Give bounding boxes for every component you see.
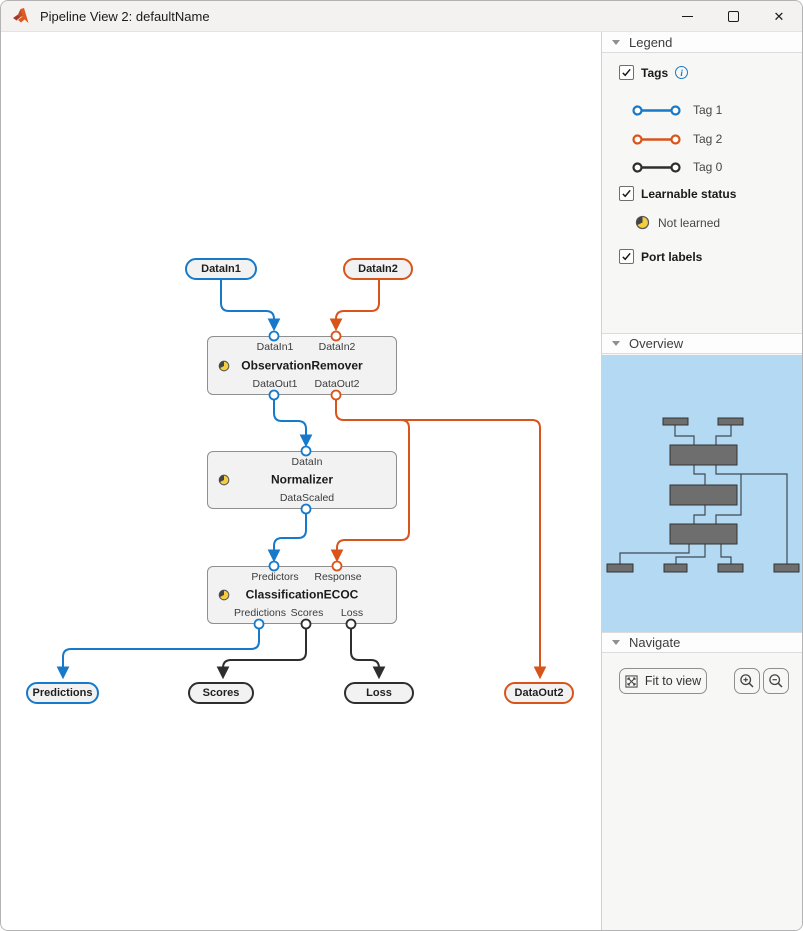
zoom-out-icon [769,674,783,688]
port-label-predictions: Predictions [234,607,286,619]
overview-header[interactable]: Overview [602,333,802,354]
input-node-datain1[interactable]: DataIn1 [185,258,257,280]
navigate-header[interactable]: Navigate [602,632,802,653]
close-button[interactable]: ✕ [756,1,802,32]
block-name: ClassificationECOC [245,587,359,602]
checkmark-icon [622,252,631,261]
navigate-title: Navigate [629,635,681,650]
window-controls: ✕ [664,1,802,32]
port-label-datain1: DataIn1 [256,341,294,353]
learnable-status-checkbox[interactable] [619,186,634,201]
minimize-button[interactable] [664,1,710,32]
tags-label: Tags [641,65,669,80]
port-label-datascaled: DataScaled [279,492,335,504]
block-name: ObservationRemover [241,358,363,373]
collapse-arrow-icon [612,341,620,346]
legend-tag-row: Tag 0 [632,160,722,174]
tag1-swatch-icon [632,104,681,116]
fit-to-view-icon [625,674,638,688]
checkmark-icon [622,189,631,198]
block-classificationecoc[interactable]: ClassificationECOC Predictors Response P… [207,566,397,624]
fit-to-view-label: Fit to view [644,674,702,688]
input-node-label: DataIn1 [201,263,241,275]
tag0-swatch-icon [632,161,681,173]
legend-header[interactable]: Legend [602,32,802,53]
port-labels-checkbox-row: Port labels [619,249,702,264]
output-node-loss[interactable]: Loss [344,682,414,704]
block-name: Normalizer [270,472,334,487]
port-label-scores: Scores [290,607,324,619]
overview-minimap[interactable] [602,355,802,632]
zoom-out-button[interactable] [763,668,789,694]
not-learned-icon [218,474,230,486]
not-learned-icon [635,215,650,230]
checkmark-icon [622,68,631,77]
output-node-predictions[interactable]: Predictions [26,682,99,704]
tags-checkbox-row: Tags i [619,65,689,80]
maximize-icon [727,11,739,22]
port-label-predictors: Predictors [251,571,299,583]
output-node-scores[interactable]: Scores [188,682,254,704]
minimize-icon [681,16,693,17]
titlebar[interactable]: Pipeline View 2: defaultName ✕ [1,1,802,32]
fit-to-view-button[interactable]: Fit to view [619,668,707,694]
not-learned-row: Not learned [635,215,720,230]
not-learned-icon [218,589,230,601]
output-node-dataout2[interactable]: DataOut2 [504,682,574,704]
input-node-label: DataIn2 [358,263,398,275]
tag2-swatch-icon [632,133,681,145]
collapse-arrow-icon [612,640,620,645]
tag-label: Tag 0 [693,160,723,174]
port-label-datain2: DataIn2 [318,341,356,353]
not-learned-icon [218,360,230,371]
legend-tag-row: Tag 1 [632,103,722,117]
block-normalizer[interactable]: Normalizer DataIn DataScaled [207,451,397,509]
output-node-label: Predictions [32,687,93,699]
port-labels-label: Port labels [641,249,703,264]
tags-checkbox[interactable] [619,65,634,80]
window-title: Pipeline View 2: defaultName [40,8,210,24]
output-node-label: DataOut2 [514,687,564,699]
legend-title: Legend [629,34,673,50]
learnable-status-checkbox-row: Learnable status [619,186,736,201]
input-node-datain2[interactable]: DataIn2 [343,258,413,280]
zoom-in-button[interactable] [734,668,760,694]
overview-title: Overview [629,336,684,351]
legend-tag-row: Tag 2 [632,132,722,146]
output-node-label: Loss [366,687,392,699]
block-observationremover[interactable]: ObservationRemover DataIn1 DataIn2 DataO… [207,336,397,395]
collapse-arrow-icon [612,39,620,45]
tag-label: Tag 1 [693,103,723,117]
port-label-response: Response [314,571,362,583]
port-label-datain: DataIn [291,456,323,468]
port-label-loss: Loss [340,607,364,619]
tag-label: Tag 2 [693,132,723,146]
port-labels-checkbox[interactable] [619,249,634,264]
close-icon: ✕ [773,9,785,24]
port-label-dataout2: DataOut2 [314,378,360,390]
not-learned-label: Not learned [658,215,721,230]
matlab-icon [13,8,29,23]
port-label-dataout1: DataOut1 [252,378,298,390]
minimap-graphic [606,417,800,573]
output-node-label: Scores [202,687,240,699]
sidebar: Legend Tags i Tag 1 Tag 2 [601,32,802,930]
info-icon[interactable]: i [675,66,689,79]
learnable-status-label: Learnable status [641,186,737,201]
zoom-in-icon [740,674,754,688]
maximize-button[interactable] [710,1,756,32]
